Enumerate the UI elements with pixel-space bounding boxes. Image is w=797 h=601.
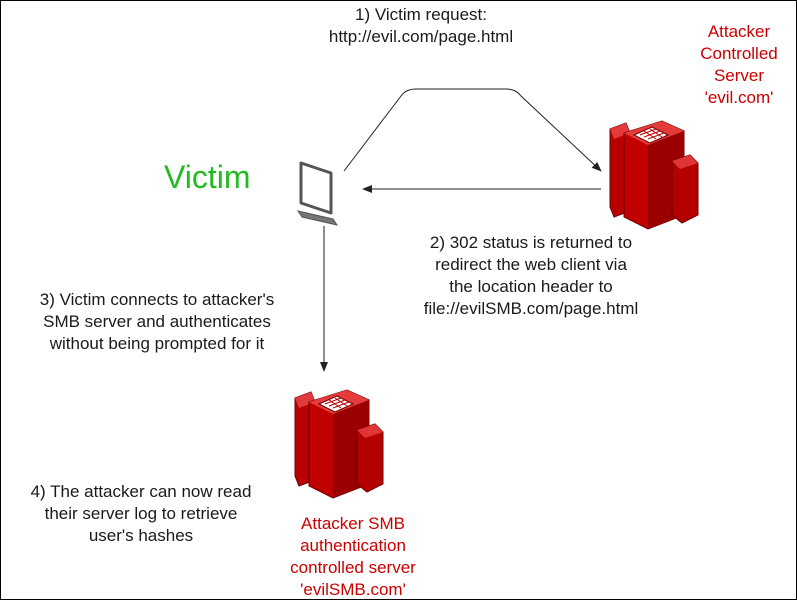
victim-label: Victim (164, 159, 251, 195)
smb-server-label: Attacker SMB authentication controlled s… (273, 513, 433, 601)
smb-server-icon (294, 389, 384, 499)
step1-line2: http://evil.com/page.html (328, 27, 514, 46)
step1-line1: 1) Victim request: (355, 5, 487, 24)
step2-line4: file://evilSMB.com/page.html (423, 299, 639, 318)
step3-line2: SMB server and authenticates (43, 312, 271, 331)
request-arrow (343, 88, 602, 172)
step2-line2: redirect the web client via (435, 255, 627, 274)
smb-server-label-line2: authentication (300, 536, 406, 555)
step2-line3: the location header to (449, 277, 613, 296)
web-server-label-line3: Server (713, 66, 765, 85)
step4-line1: 4) The attacker can now read (30, 482, 252, 501)
step4-text: 4) The attacker can now read their serve… (6, 481, 276, 547)
smb-server-label-line3: controlled server (290, 558, 416, 577)
web-server-label: Attacker Controlled Server 'evil.com' (681, 21, 797, 109)
smb-server-label-line4: 'evilSMB.com' (300, 580, 406, 599)
web-server-label-line2: Controlled (700, 44, 778, 63)
web-server-icon (609, 120, 699, 230)
step3-line1: 3) Victim connects to attacker's (39, 290, 275, 309)
step2-text: 2) 302 status is returned to redirect th… (396, 232, 666, 320)
step2-line1: 2) 302 status is returned to (429, 233, 633, 252)
step1-text: 1) Victim request: http://evil.com/page.… (301, 4, 541, 48)
step4-line3: user's hashes (88, 526, 194, 545)
laptop-icon (296, 161, 339, 226)
smb-server-label-line1: Attacker SMB (301, 514, 405, 533)
step4-line2: their server log to retrieve (44, 504, 238, 523)
step3-text: 3) Victim connects to attacker's SMB ser… (7, 289, 307, 355)
step3-line3: without being prompted for it (49, 334, 265, 353)
web-server-label-line4: 'evil.com' (704, 88, 774, 107)
web-server-label-line1: Attacker (707, 22, 771, 41)
